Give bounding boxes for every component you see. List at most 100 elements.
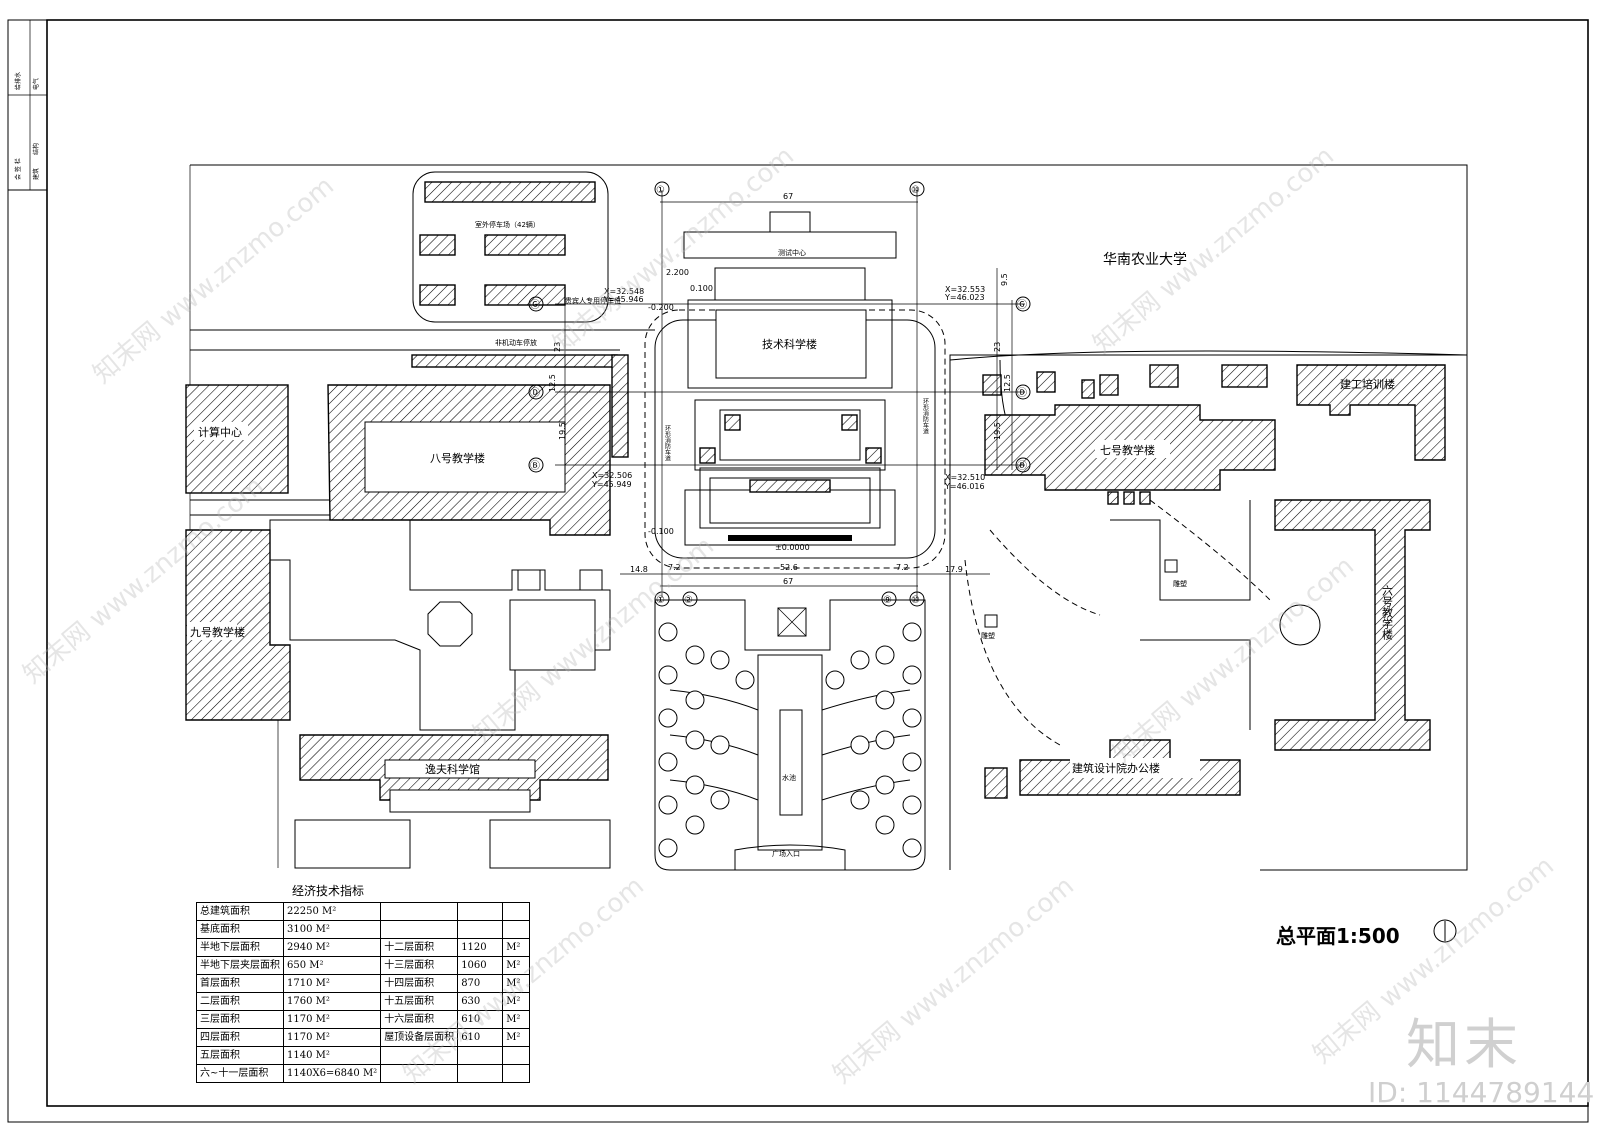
table-cell: 630 bbox=[457, 992, 504, 1011]
svg-text:19.5: 19.5 bbox=[993, 422, 1002, 440]
tree-icon bbox=[685, 775, 705, 795]
bike-strip bbox=[411, 354, 618, 368]
tree-icon bbox=[850, 735, 870, 755]
svg-text:X=32.548: X=32.548 bbox=[604, 287, 644, 296]
table-cell: 基底面积 bbox=[196, 920, 284, 939]
tree-icon bbox=[875, 730, 895, 750]
tree-icon bbox=[658, 622, 678, 642]
trees bbox=[658, 622, 922, 858]
svg-text:23: 23 bbox=[993, 342, 1002, 352]
table-cell: 三层面积 bbox=[196, 1010, 284, 1029]
campus-label: 华南农业大学 bbox=[1103, 252, 1187, 268]
tree-icon bbox=[685, 730, 705, 750]
tree-icon bbox=[850, 650, 870, 670]
grid-lines bbox=[555, 190, 1025, 598]
tree-icon bbox=[658, 665, 678, 685]
svg-text:67: 67 bbox=[783, 577, 793, 586]
site-boundary bbox=[190, 164, 1468, 871]
table-cell: 3100 M² bbox=[282, 920, 382, 939]
table-cell: 二层面积 bbox=[196, 992, 284, 1011]
svg-text:X=32.506: X=32.506 bbox=[592, 471, 632, 480]
table-cell bbox=[502, 902, 531, 921]
svg-text:X=32.553: X=32.553 bbox=[945, 285, 985, 294]
pavilion bbox=[427, 601, 473, 647]
svg-text:⑨: ⑨ bbox=[883, 595, 892, 606]
table-cell: M² bbox=[502, 1010, 531, 1029]
svg-text:67: 67 bbox=[783, 192, 793, 201]
table-cell: M² bbox=[502, 956, 531, 975]
building-6 bbox=[1274, 499, 1431, 751]
table-cell: 610 bbox=[457, 1010, 504, 1029]
test-center-label: 测试中心 bbox=[778, 248, 806, 257]
table-cell: 2940 M² bbox=[282, 938, 382, 957]
svg-text:①: ① bbox=[656, 595, 665, 606]
table-cell: 十三层面积 bbox=[380, 956, 459, 975]
svg-text:Y=45.946: Y=45.946 bbox=[603, 295, 644, 304]
building-7-label: 七号教学楼 bbox=[1100, 443, 1155, 457]
vip-parking-label: 贵宾人专用停车位 bbox=[565, 296, 621, 305]
building-6-label: 六号教学楼 bbox=[1381, 585, 1394, 641]
svg-text:①: ① bbox=[656, 185, 665, 196]
svg-text:12.5: 12.5 bbox=[548, 374, 557, 392]
tree-icon bbox=[902, 665, 922, 685]
table-cell: 四层面积 bbox=[196, 1028, 284, 1047]
tree-icon bbox=[658, 795, 678, 815]
tech-science-tower: 测试中心 技术科学楼 ±0.0000 bbox=[683, 211, 897, 552]
svg-text:Y=46.023: Y=46.023 bbox=[944, 293, 985, 302]
tech-science-label: 技术科学楼 bbox=[762, 337, 817, 351]
svg-text:建筑: 建筑 bbox=[32, 168, 40, 180]
tree-icon bbox=[902, 752, 922, 772]
tree-icon bbox=[710, 735, 730, 755]
north-arrow bbox=[1433, 919, 1457, 943]
svg-text:Ⓑ: Ⓑ bbox=[530, 460, 540, 472]
svg-text:12.5: 12.5 bbox=[1003, 374, 1012, 392]
tree-icon bbox=[825, 670, 845, 690]
sculpture-label-1: 雕塑 bbox=[1173, 579, 1187, 588]
computing-center-label: 计算中心 bbox=[198, 425, 242, 439]
svg-text:Y=46.016: Y=46.016 bbox=[944, 482, 985, 491]
brand-watermark: 知末 bbox=[1406, 1013, 1522, 1076]
table-cell: 总建筑面积 bbox=[196, 902, 284, 921]
table-cell: 870 bbox=[457, 974, 504, 993]
table-cell: 十六层面积 bbox=[380, 1010, 459, 1029]
table-cell: 屋顶设备层面积 bbox=[380, 1028, 459, 1047]
table-cell: 半地下层面积 bbox=[196, 938, 284, 957]
econ-table-title: 经济技术指标 bbox=[292, 884, 365, 898]
tree-icon bbox=[735, 670, 755, 690]
tree-icon bbox=[875, 645, 895, 665]
svg-text:结构: 结构 bbox=[32, 143, 40, 155]
table-cell bbox=[502, 1064, 531, 1083]
svg-text:17.9: 17.9 bbox=[945, 565, 963, 574]
svg-text:9.5: 9.5 bbox=[1000, 273, 1009, 286]
table-cell: 六~十一层面积 bbox=[196, 1064, 284, 1083]
building-8-label: 八号教学楼 bbox=[430, 451, 485, 465]
table-cell bbox=[380, 920, 459, 939]
svg-text:2.200: 2.200 bbox=[666, 268, 689, 277]
svg-text:会 签 栏: 会 签 栏 bbox=[14, 158, 22, 180]
dimensions: 67 67 7.2 52.6 7.2 14.8 17.9 23 12.5 19.… bbox=[548, 192, 1012, 586]
tree-icon bbox=[875, 775, 895, 795]
table-cell: 十四层面积 bbox=[380, 974, 459, 993]
tree-icon bbox=[850, 790, 870, 810]
inner-frame bbox=[46, 19, 1589, 1107]
svg-text:-0.100: -0.100 bbox=[648, 527, 674, 536]
yifu-label: 逸夫科学馆 bbox=[425, 762, 480, 776]
tree-icon bbox=[658, 708, 678, 728]
elev-0000: ±0.0000 bbox=[775, 543, 810, 552]
eng-training-building bbox=[1296, 364, 1446, 461]
tree-icon bbox=[902, 708, 922, 728]
table-cell: 1710 M² bbox=[282, 974, 382, 993]
tree-icon bbox=[685, 690, 705, 710]
table-cell: M² bbox=[502, 1028, 531, 1047]
tree-icon bbox=[685, 815, 705, 835]
plaza-entry-label: 广场入口 bbox=[772, 849, 800, 858]
svg-text:Ⓓ: Ⓓ bbox=[1017, 387, 1027, 399]
tree-icon bbox=[902, 838, 922, 858]
roads bbox=[190, 309, 1468, 569]
table-cell bbox=[380, 1046, 459, 1065]
tree-icon bbox=[902, 622, 922, 642]
svg-text:Ⓓ: Ⓓ bbox=[530, 387, 540, 399]
